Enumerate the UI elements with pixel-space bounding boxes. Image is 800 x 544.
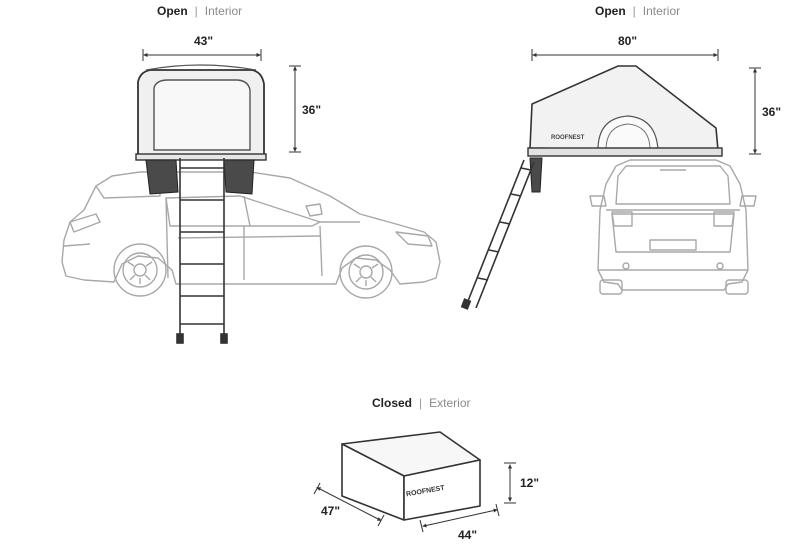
rear-view-ladder — [460, 159, 535, 310]
side-view-ladder — [176, 158, 228, 344]
side-view-dimension-lines — [142, 49, 301, 153]
side-view-separator: | — [194, 4, 198, 18]
closed-height-label: 12" — [520, 476, 540, 490]
rear-view-open-tent: ROOFNEST — [527, 65, 723, 193]
rear-view-state: Open — [595, 4, 626, 18]
rear-view-car — [589, 159, 757, 295]
side-view-state: Open — [157, 4, 188, 18]
rear-view-heading: Open | Interior — [595, 4, 680, 18]
side-view-side: Interior — [204, 4, 243, 18]
rear-view-dimension-lines — [531, 49, 761, 155]
closed-view-separator: | — [419, 396, 423, 410]
open-side-height-label: 36" — [302, 103, 322, 117]
closed-view-state: Closed — [372, 396, 413, 410]
open-side-width-label: 43" — [194, 34, 214, 48]
closed-width-label: 44" — [458, 528, 478, 542]
closed-view-side: Exterior — [429, 396, 471, 410]
closed-box: ROOFNEST — [341, 431, 481, 521]
tent-brand-mark: ROOFNEST — [551, 135, 585, 141]
side-view-heading: Open | Interior — [157, 4, 242, 18]
closed-dimension-lines — [313, 462, 516, 533]
side-view-open-tent — [135, 64, 267, 195]
open-rear-height-label: 36" — [762, 105, 782, 119]
rear-view-side: Interior — [642, 4, 681, 18]
open-rear-width-label: 80" — [618, 34, 638, 48]
rear-view-separator: | — [632, 4, 636, 18]
closed-view-heading: Closed | Exterior — [372, 396, 470, 410]
